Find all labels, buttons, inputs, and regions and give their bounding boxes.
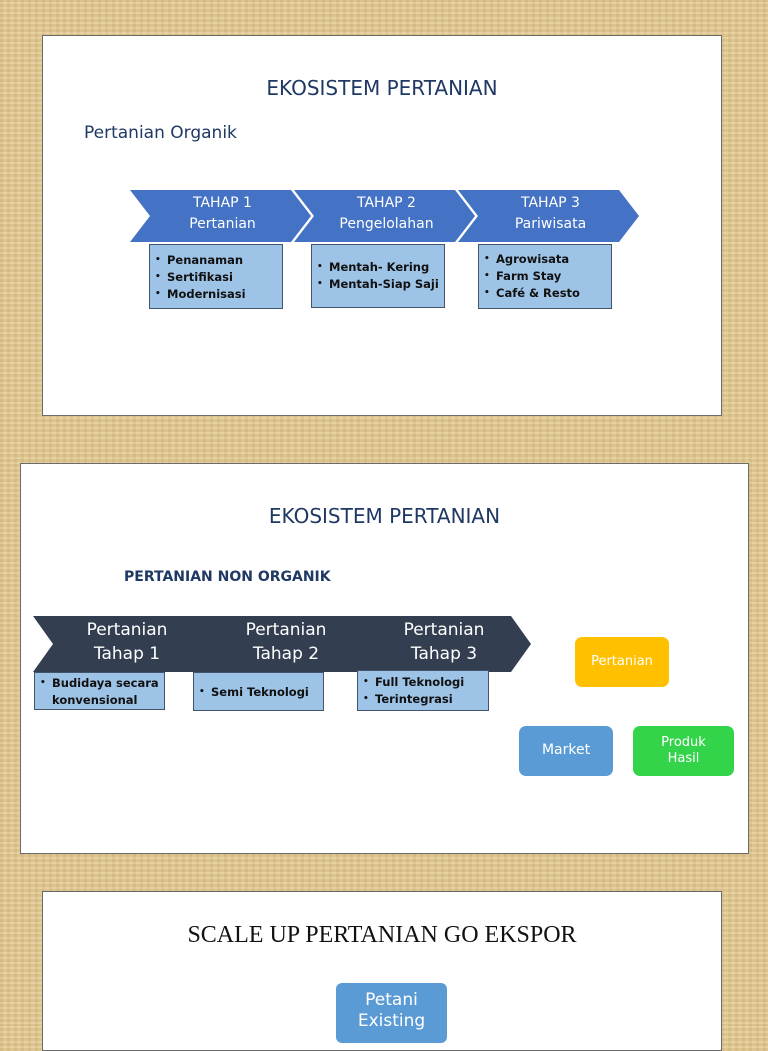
petani-line1: Petani bbox=[365, 990, 418, 1010]
slide-1: EKOSISTEM PERTANIAN Pertanian Organik TA… bbox=[42, 35, 722, 416]
tahap-1-line2: Tahap 1 bbox=[93, 643, 161, 664]
stage-2-bullet-box: Mentah- Kering Mentah-Siap Saji bbox=[311, 244, 445, 308]
stage-1-name: Pertanian bbox=[189, 216, 256, 233]
slide-2-subtitle: PERTANIAN NON ORGANIK bbox=[124, 569, 331, 585]
list-item: Café & Resto bbox=[481, 285, 609, 302]
tahap-2-bullet-box: Semi Teknologi bbox=[193, 672, 324, 711]
chevron-tahap-3-text: Pertanian Tahap 3 bbox=[373, 619, 515, 667]
produk-line1: Produk bbox=[661, 734, 706, 750]
list-item: Agrowisata bbox=[481, 251, 609, 268]
chevron-tahap-2 bbox=[192, 616, 381, 672]
chevron-stage-2-text: TAHAP 2 Pengelolahan bbox=[314, 194, 459, 233]
market-box: Market bbox=[519, 726, 613, 776]
stage-1-bullet-box: Penanaman Sertifikasi Modernisasi bbox=[149, 244, 283, 309]
stage-3-name: Pariwisata bbox=[514, 216, 587, 233]
tahap-3-line1: Pertanian bbox=[403, 620, 485, 640]
list-item: Mentah-Siap Saji bbox=[314, 276, 442, 293]
slide-2: EKOSISTEM PERTANIAN PERTANIAN NON ORGANI… bbox=[20, 463, 749, 854]
slide-3-title: SCALE UP PERTANIAN GO EKSPOR bbox=[187, 922, 577, 948]
stage-2-name: Pengelolahan bbox=[339, 216, 434, 233]
pertanian-box: Pertanian bbox=[575, 637, 669, 687]
list-item: Full Teknologi bbox=[360, 674, 486, 691]
chevron-stage-2 bbox=[294, 190, 475, 242]
stage-3-bullet-box: Agrowisata Farm Stay Café & Resto bbox=[478, 244, 612, 309]
slide-3: SCALE UP PERTANIAN GO EKSPOR Petani Exis… bbox=[42, 891, 722, 1051]
chevron-stage-3-text: TAHAP 3 Pariwisata bbox=[478, 194, 623, 233]
produk-line2: Hasil bbox=[667, 751, 700, 766]
list-item: Budidaya secara konvensional bbox=[37, 675, 162, 709]
petani-line2: Existing bbox=[357, 1011, 426, 1032]
chevron-tahap-1-text: Pertanian Tahap 1 bbox=[53, 619, 201, 667]
list-item: Penanaman bbox=[152, 252, 280, 269]
list-item: Semi Teknologi bbox=[196, 684, 321, 701]
list-item: Terintegrasi bbox=[360, 691, 486, 708]
tahap-2-line1: Pertanian bbox=[245, 620, 327, 640]
chevron-stage-1 bbox=[130, 190, 311, 242]
stage-1-label: TAHAP 1 bbox=[193, 195, 252, 211]
petani-existing-box: Petani Existing bbox=[336, 983, 447, 1043]
chevron-tahap-3 bbox=[353, 616, 531, 672]
chevron-tahap-1 bbox=[33, 616, 221, 672]
list-item: Modernisasi bbox=[152, 286, 280, 303]
slide-2-title: EKOSISTEM PERTANIAN bbox=[268, 504, 501, 528]
tahap-3-bullet-box: Full Teknologi Terintegrasi bbox=[357, 670, 489, 711]
slide-1-title: EKOSISTEM PERTANIAN bbox=[266, 76, 498, 100]
chevron-stage-3 bbox=[458, 190, 639, 242]
tahap-3-line2: Tahap 3 bbox=[410, 643, 478, 664]
stage-chevrons bbox=[130, 190, 639, 242]
tahap-1-bullet-box: Budidaya secara konvensional bbox=[34, 672, 165, 710]
chevron-tahap-2-text: Pertanian Tahap 2 bbox=[212, 619, 360, 667]
stage-3-label: TAHAP 3 bbox=[521, 195, 580, 211]
list-item: Farm Stay bbox=[481, 268, 609, 285]
slide-1-subtitle: Pertanian Organik bbox=[84, 123, 237, 143]
list-item: Mentah- Kering bbox=[314, 259, 442, 276]
produk-hasil-box: Produk Hasil bbox=[633, 726, 734, 776]
chevron-stage-1-text: TAHAP 1 Pertanian bbox=[150, 194, 295, 233]
stage-chevrons-dark bbox=[33, 616, 531, 672]
tahap-1-line1: Pertanian bbox=[86, 620, 168, 640]
stage-2-label: TAHAP 2 bbox=[357, 195, 416, 211]
tahap-2-line2: Tahap 2 bbox=[252, 643, 320, 664]
list-item: Sertifikasi bbox=[152, 269, 280, 286]
